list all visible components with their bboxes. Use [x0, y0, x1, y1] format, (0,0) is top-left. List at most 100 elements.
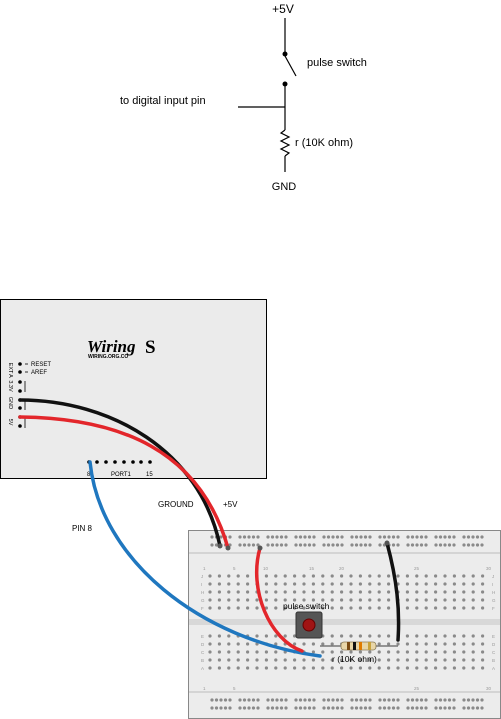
breadboard-hole	[330, 598, 334, 602]
breadboard-hole	[242, 535, 247, 539]
breadboard-hole	[321, 642, 325, 646]
pushbutton[interactable]	[295, 611, 323, 639]
breadboard-hole	[227, 650, 231, 654]
col-number-1-bottom: 1	[203, 686, 206, 691]
resistor[interactable]	[320, 641, 398, 651]
breadboard-hole	[354, 543, 359, 547]
breadboard-hole	[274, 590, 278, 594]
breadboard-hole	[443, 606, 447, 610]
breadboard-hole	[447, 706, 452, 710]
breadboard-hole	[368, 543, 372, 547]
breadboard-hole	[208, 642, 212, 646]
col-number-15: 15	[309, 566, 315, 571]
switch-contact-top	[282, 51, 288, 57]
row-letter-g-right: G	[492, 598, 496, 603]
breadboard-hole	[443, 658, 447, 662]
breadboard-hole	[251, 543, 256, 547]
breadboard-hole	[330, 650, 334, 654]
breadboard-hole	[330, 582, 334, 586]
breadboard-hole	[293, 606, 297, 610]
breadboard-hole	[330, 606, 334, 610]
breadboard-hole	[415, 658, 419, 662]
breadboard-hole	[424, 590, 428, 594]
breadboard-hole	[298, 706, 303, 710]
breadboard-hole	[481, 606, 485, 610]
breadboard-hole	[438, 698, 443, 702]
breadboard-hole	[264, 590, 268, 594]
row-letter-i-right: I	[492, 582, 493, 587]
breadboard-hole	[311, 582, 315, 586]
port-end-label: 15	[146, 472, 153, 478]
breadboard-hole	[387, 634, 391, 638]
breadboard-hole	[294, 698, 298, 702]
breadboard-hole	[274, 642, 278, 646]
breadboard-hole	[396, 535, 400, 539]
breadboard-hole	[331, 706, 335, 710]
breadboard-hole	[340, 582, 344, 586]
breadboard-hole	[363, 706, 368, 710]
breadboard-hole	[266, 698, 270, 702]
breadboard-hole	[283, 582, 287, 586]
breadboard-hole	[238, 706, 242, 710]
breadboard-hole	[302, 598, 306, 602]
breadboard-hole	[283, 658, 287, 662]
breadboard-hole	[415, 574, 419, 578]
breadboard-hole	[274, 606, 278, 610]
breadboard-hole	[378, 706, 382, 710]
breadboard-hole	[462, 658, 466, 662]
breadboard-hole	[208, 598, 212, 602]
breadboard-hole	[415, 582, 419, 586]
breadboard-hole	[340, 574, 344, 578]
breadboard-hole	[377, 574, 381, 578]
breadboard-hole	[462, 634, 466, 638]
breadboard-hole	[311, 666, 315, 670]
breadboard-hole	[266, 543, 270, 547]
breadboard-hole	[377, 634, 381, 638]
breadboard-hole	[443, 598, 447, 602]
breadboard-hole	[434, 666, 438, 670]
breadboard-hole	[475, 706, 480, 710]
bb-switch-label: pulse switch	[283, 601, 330, 611]
breadboard-hole	[321, 590, 325, 594]
row-letter-c-right: C	[492, 650, 496, 655]
breadboard-hole	[236, 598, 240, 602]
breadboard-hole	[368, 590, 372, 594]
breadboard-hole	[447, 698, 452, 702]
breadboard-hole	[471, 698, 475, 702]
breadboard-hole	[354, 698, 359, 702]
breadboard-hole	[246, 590, 250, 594]
breadboard-hole	[368, 666, 372, 670]
breadboard-hole	[293, 582, 297, 586]
port-start-label: 8	[87, 472, 91, 478]
breadboard-hole	[293, 574, 297, 578]
breadboard-hole	[406, 706, 410, 710]
breadboard-hole	[382, 535, 387, 539]
breadboard-hole	[452, 574, 456, 578]
breadboard-hole	[452, 698, 456, 702]
breadboard-hole	[434, 634, 438, 638]
row-letter-h: H	[201, 590, 204, 595]
breadboard-hole	[247, 543, 251, 547]
breadboard-hole	[452, 650, 456, 654]
breadboard-hole	[387, 582, 391, 586]
breadboard-hole	[214, 543, 219, 547]
breadboard-hole	[208, 658, 212, 662]
breadboard-hole	[377, 666, 381, 670]
port1-label: PORT1	[111, 472, 132, 478]
breadboard-hole	[396, 574, 400, 578]
breadboard-hole	[359, 535, 363, 539]
breadboard-hole	[236, 574, 240, 578]
breadboard-hole	[368, 606, 372, 610]
breadboard-hole	[358, 574, 362, 578]
breadboard-hole	[434, 590, 438, 594]
breadboard-hole	[236, 666, 240, 670]
breadboard-hole	[275, 698, 279, 702]
breadboard-hole	[368, 535, 372, 539]
breadboard-hole	[368, 574, 372, 578]
breadboard-hole	[452, 598, 456, 602]
breadboard-hole	[410, 535, 415, 539]
breadboard-hole	[358, 582, 362, 586]
breadboard-hole	[419, 698, 424, 702]
breadboard-hole	[242, 706, 247, 710]
breadboard-hole	[223, 698, 228, 702]
